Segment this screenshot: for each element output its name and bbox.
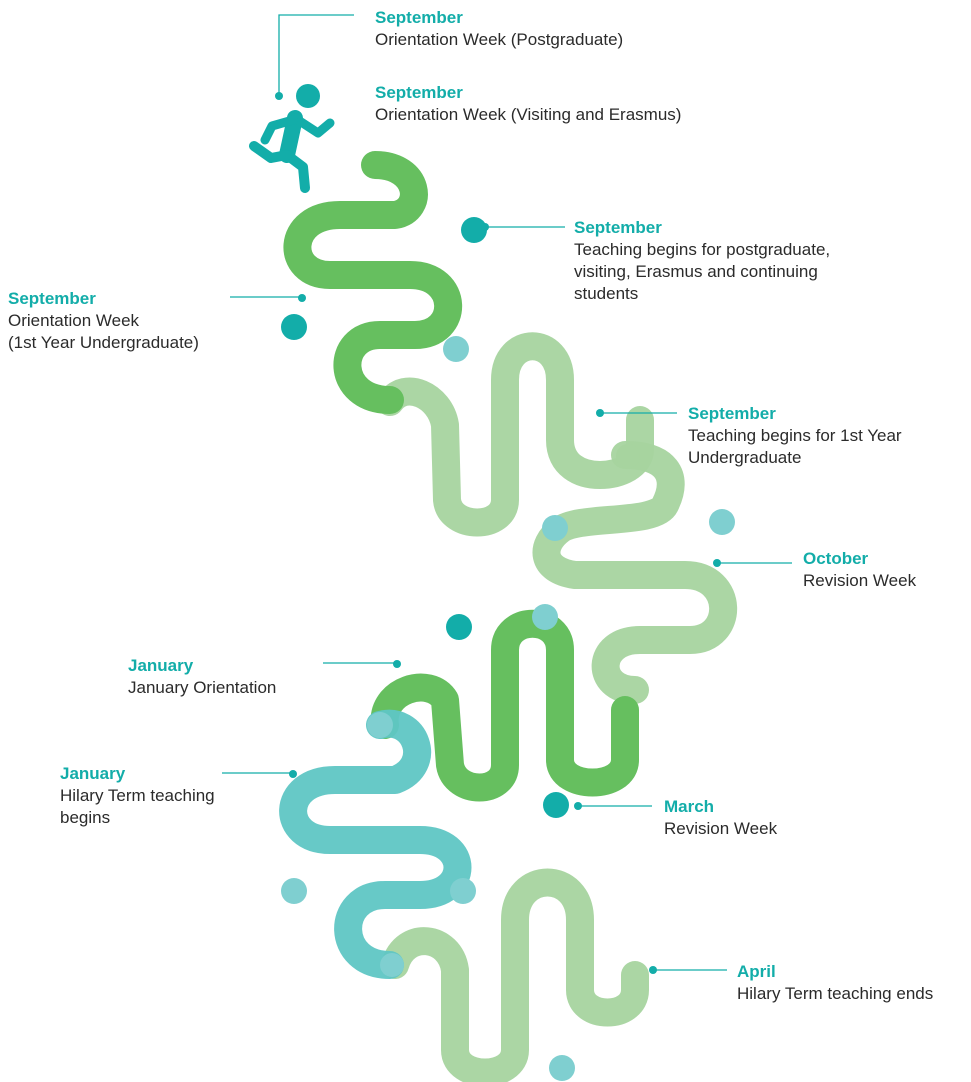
dot-marker: [543, 792, 569, 818]
event-month: September: [8, 289, 96, 308]
event-description: Orientation Week (1st Year Undergraduate…: [8, 311, 199, 352]
event-orientation-visiting-erasmus: September Orientation Week (Visiting and…: [375, 82, 681, 126]
dot-marker: [450, 878, 476, 904]
event-hilary-term-begins: January Hilary Term teaching begins: [60, 763, 215, 829]
dot-marker: [443, 336, 469, 362]
connector-dot: [574, 802, 582, 810]
squiggle-segment-light-4: [381, 868, 649, 1082]
dot-marker: [446, 614, 472, 640]
event-description: Teaching begins for postgraduate, visiti…: [574, 240, 831, 303]
connector-dot: [649, 966, 657, 974]
connector-dot: [393, 660, 401, 668]
dot-marker: [367, 712, 393, 738]
event-month: October: [803, 549, 869, 568]
squiggle-segment-dark-2: [370, 609, 639, 802]
event-teaching-begins-postgraduate: September Teaching begins for postgradua…: [574, 217, 830, 305]
runner-icon: [249, 84, 335, 193]
dot-marker: [461, 217, 487, 243]
event-description: January Orientation: [128, 678, 277, 697]
event-description: Orientation Week (Postgraduate): [375, 30, 624, 49]
event-month: September: [375, 83, 463, 102]
connector-dot: [596, 409, 604, 417]
dot-marker: [542, 515, 568, 541]
event-march-revision-week: March Revision Week: [664, 796, 777, 840]
event-month: September: [375, 8, 463, 27]
dot-marker: [281, 878, 307, 904]
event-hilary-term-ends: April Hilary Term teaching ends: [737, 961, 933, 1005]
event-description: Hilary Term teaching begins: [60, 786, 215, 827]
dot-marker: [532, 604, 558, 630]
connector-line: [278, 14, 354, 94]
connector-dot: [289, 770, 297, 778]
event-description: Hilary Term teaching ends: [737, 984, 934, 1003]
dot-marker: [709, 509, 735, 535]
event-month: September: [688, 404, 776, 423]
dot-marker: [616, 444, 640, 468]
event-orientation-first-year: September Orientation Week (1st Year Und…: [8, 288, 199, 354]
event-month: September: [574, 218, 662, 237]
connector-dot: [713, 559, 721, 567]
connector-dot: [298, 294, 306, 302]
squiggle-segment-light-2: [376, 332, 654, 537]
event-description: Revision Week: [664, 819, 778, 838]
event-month: January: [60, 764, 126, 783]
event-description: Teaching begins for 1st Year Undergradua…: [688, 426, 902, 467]
connector-dot: [481, 223, 489, 231]
event-teaching-begins-first-year: September Teaching begins for 1st Year U…: [688, 403, 902, 469]
event-october-revision-week: October Revision Week: [803, 548, 916, 592]
squiggle-segment-teal: [279, 709, 472, 979]
event-description: Orientation Week (Visiting and Erasmus): [375, 105, 682, 124]
dot-marker: [380, 953, 404, 977]
squiggle-segment-light-3: [532, 441, 738, 704]
connector-dot: [275, 92, 283, 100]
event-month: April: [737, 962, 776, 981]
event-description: Revision Week: [803, 571, 917, 590]
squiggle-segment-dark-1: [283, 151, 463, 414]
event-january-orientation: January January Orientation: [128, 655, 276, 699]
event-month: March: [664, 797, 715, 816]
dot-marker: [549, 1055, 575, 1081]
event-month: January: [128, 656, 194, 675]
event-orientation-postgraduate: September Orientation Week (Postgraduate…: [375, 7, 623, 51]
dot-marker: [281, 314, 307, 340]
